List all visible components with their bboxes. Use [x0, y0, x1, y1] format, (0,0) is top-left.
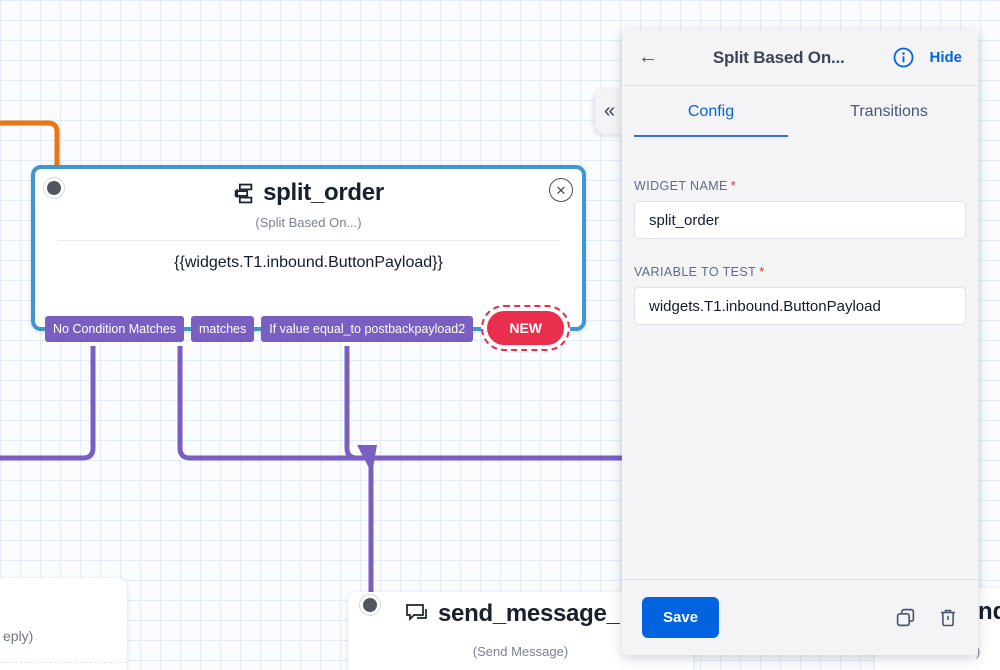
panel-title: Split Based On...	[712, 47, 845, 67]
required-asterisk: *	[759, 265, 765, 279]
widget-title: split_order	[263, 179, 384, 206]
tab-transitions[interactable]: Transitions	[850, 102, 928, 120]
trash-icon	[941, 609, 955, 627]
new-transition-button[interactable]: NEW	[487, 311, 564, 345]
purple-connector-right	[177, 346, 632, 461]
variable-to-test-input[interactable]	[634, 287, 966, 325]
back-arrow-icon[interactable]: ←	[638, 46, 658, 68]
close-icon[interactable]: ✕	[549, 178, 573, 202]
widget-divider	[57, 240, 560, 241]
copy-icon	[896, 608, 915, 627]
widget-partial-left[interactable]: eply)	[0, 578, 127, 670]
transition-tag-matches[interactable]: matches	[190, 316, 255, 342]
panel-footer: Save	[622, 579, 978, 655]
widget-variable-text: {{widgets.T1.inbound.ButtonPayload}}	[174, 254, 443, 271]
new-transition-outline: NEW	[481, 305, 570, 351]
purple-connector-middle	[344, 346, 358, 461]
widget-name-input[interactable]	[634, 201, 966, 239]
hide-panel-link[interactable]: Hide	[929, 49, 962, 66]
delete-widget-button[interactable]	[938, 607, 958, 628]
collapse-panel-icon[interactable]: «	[595, 88, 624, 134]
orange-connector-line	[0, 120, 60, 166]
save-button[interactable]: Save	[642, 597, 720, 638]
widget-subtitle: (Send Message)	[472, 644, 569, 659]
split-icon	[234, 183, 253, 203]
widget-subtitle: )	[976, 644, 981, 659]
widget-split-order[interactable]: ✕ split_order (Split Based On...) {{widg…	[31, 165, 586, 351]
widget-title: nd_	[978, 598, 1000, 625]
panel-header: ← Split Based On... Hide	[622, 30, 978, 86]
connector-dot[interactable]	[44, 178, 64, 198]
required-asterisk: *	[730, 179, 737, 193]
widget-title: send_message_	[438, 600, 620, 627]
panel-tabs: Config Transitions	[622, 86, 978, 137]
purple-connector-left	[0, 346, 96, 461]
transition-tag-condition[interactable]: If value equal_to postbackpayload2	[261, 316, 474, 342]
variable-to-test-label: VARIABLE TO TEST*	[634, 265, 765, 279]
connector-arrowhead	[357, 445, 377, 468]
panel-content: WIDGET NAME* VARIABLE TO TEST*	[622, 137, 978, 579]
transition-tag-no-match[interactable]: No Condition Matches	[45, 316, 184, 342]
connector-dot[interactable]	[360, 595, 380, 615]
widget-name-label: WIDGET NAME*	[634, 179, 737, 193]
chat-bubble-icon	[406, 604, 427, 622]
widget-config-panel: ← Split Based On... Hide Config Transiti…	[622, 30, 978, 655]
info-icon[interactable]	[893, 47, 914, 68]
tab-config[interactable]: Config	[622, 86, 800, 137]
widget-divider	[0, 662, 127, 663]
widget-subtitle: (Split Based On...)	[255, 215, 362, 230]
widget-subtitle: eply)	[3, 628, 34, 644]
copy-widget-button[interactable]	[895, 607, 916, 628]
